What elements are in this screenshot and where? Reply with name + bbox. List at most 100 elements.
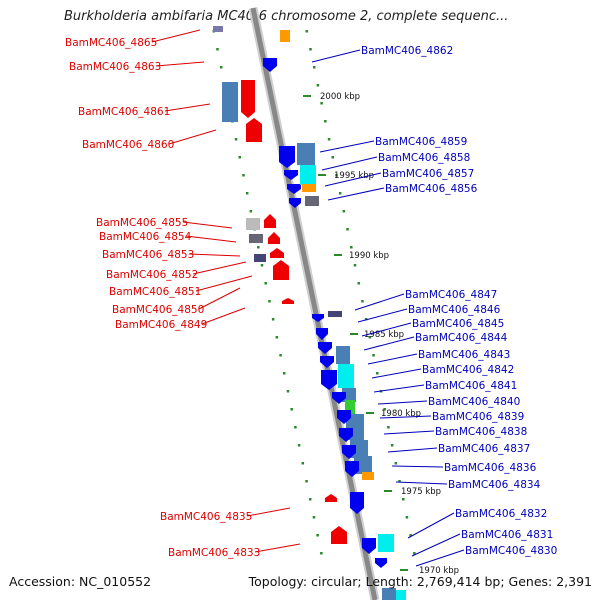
gene-label-bammc406-4851[interactable]: BamMC406_4851 xyxy=(109,286,201,298)
gene-label-bammc406-4834[interactable]: BamMC406_4834 xyxy=(448,479,541,491)
plus-track-tick xyxy=(394,462,398,465)
scale-label: 1980 kbp xyxy=(381,409,421,419)
gene-feature[interactable] xyxy=(338,364,354,388)
gene-arrow-forward[interactable] xyxy=(318,342,332,354)
gene-feature[interactable] xyxy=(280,30,290,42)
gene-arrow-reverse[interactable] xyxy=(270,248,284,258)
gene-label-bammc406-4843[interactable]: BamMC406_4843 xyxy=(418,349,510,361)
gene-feature[interactable] xyxy=(336,346,350,364)
gene-label-bammc406-4854[interactable]: BamMC406_4854 xyxy=(99,231,192,243)
gene-leader-line xyxy=(164,103,211,112)
plus-track-tick xyxy=(405,516,409,519)
gene-arrow-forward[interactable] xyxy=(332,392,346,404)
gene-label-bammc406-4859[interactable]: BamMC406_4859 xyxy=(375,136,467,148)
gene-label-bammc406-4844[interactable]: BamMC406_4844 xyxy=(415,332,508,344)
gene-label-bammc406-4860[interactable]: BamMC406_4860 xyxy=(82,139,174,151)
gene-feature[interactable] xyxy=(362,472,374,480)
gene-arrow-forward[interactable] xyxy=(289,198,301,208)
gene-feature[interactable] xyxy=(328,311,342,317)
gene-arrow-forward[interactable] xyxy=(362,538,376,554)
scale-label: 1975 kbp xyxy=(401,487,441,497)
gene-label-bammc406-4832[interactable]: BamMC406_4832 xyxy=(455,508,547,520)
gene-feature[interactable] xyxy=(382,588,396,600)
gene-feature[interactable] xyxy=(300,165,316,185)
gene-arrow-forward[interactable] xyxy=(320,356,334,368)
gene-label-bammc406-4837[interactable]: BamMC406_4837 xyxy=(438,443,530,455)
plus-track-tick xyxy=(361,300,364,303)
gene-arrow-forward[interactable] xyxy=(350,492,364,514)
gene-label-bammc406-4856[interactable]: BamMC406_4856 xyxy=(385,183,478,195)
gene-label-bammc406-4852[interactable]: BamMC406_4852 xyxy=(106,269,198,281)
gene-arrow-forward[interactable] xyxy=(279,146,295,168)
gene-label-bammc406-4830[interactable]: BamMC406_4830 xyxy=(465,545,557,557)
gene-label-bammc406-4846[interactable]: BamMC406_4846 xyxy=(408,304,501,316)
gene-feature[interactable] xyxy=(297,143,315,165)
gene-arrow-forward[interactable] xyxy=(316,328,328,340)
gene-label-bammc406-4841[interactable]: BamMC406_4841 xyxy=(425,380,517,392)
gene-label-bammc406-4863[interactable]: BamMC406_4863 xyxy=(69,61,161,73)
gene-arrow-forward[interactable] xyxy=(284,170,298,180)
gene-label-bammc406-4831[interactable]: BamMC406_4831 xyxy=(461,529,553,541)
gene-label-bammc406-4845[interactable]: BamMC406_4845 xyxy=(412,318,504,330)
gene-label-bammc406-4861[interactable]: BamMC406_4861 xyxy=(78,106,170,118)
plus-track-tick xyxy=(387,426,390,429)
plus-track-tick xyxy=(338,192,342,195)
gene-label-bammc406-4862[interactable]: BamMC406_4862 xyxy=(361,45,453,57)
gene-label-bammc406-4857[interactable]: BamMC406_4857 xyxy=(382,168,474,180)
gene-leader-line xyxy=(192,261,247,275)
gene-label-bammc406-4850[interactable]: BamMC406_4850 xyxy=(112,304,204,316)
gene-feature[interactable] xyxy=(396,590,406,600)
gene-leader-line xyxy=(201,307,246,325)
gene-label-bammc406-4835[interactable]: BamMC406_4835 xyxy=(160,511,252,523)
gene-label-bammc406-4855[interactable]: BamMC406_4855 xyxy=(96,217,188,229)
gene-arrow-reverse[interactable] xyxy=(264,214,276,228)
minus-track-tick xyxy=(301,462,305,465)
gene-arrow-forward[interactable] xyxy=(342,445,356,459)
gene-feature[interactable] xyxy=(254,254,266,262)
gene-arrow-reverse[interactable] xyxy=(325,494,337,502)
gene-feature[interactable] xyxy=(249,234,263,243)
gene-arrow-forward[interactable] xyxy=(312,314,324,322)
scale-label: 1990 kbp xyxy=(349,251,389,261)
gene-label-bammc406-4849[interactable]: BamMC406_4849 xyxy=(115,319,207,331)
gene-feature[interactable] xyxy=(345,400,355,414)
gene-arrow-forward[interactable] xyxy=(263,58,277,72)
plus-track-tick xyxy=(413,552,416,555)
gene-label-bammc406-4839[interactable]: BamMC406_4839 xyxy=(432,411,524,423)
gene-label-bammc406-4836[interactable]: BamMC406_4836 xyxy=(444,462,537,474)
gene-arrow-reverse[interactable] xyxy=(331,526,347,544)
gene-feature[interactable] xyxy=(378,534,394,552)
plus-track-tick xyxy=(316,84,320,87)
gene-arrow-reverse[interactable] xyxy=(268,232,280,244)
gene-arrow-reverse[interactable] xyxy=(246,118,262,142)
gene-label-bammc406-4838[interactable]: BamMC406_4838 xyxy=(435,426,527,438)
gene-label-bammc406-4847[interactable]: BamMC406_4847 xyxy=(405,289,497,301)
gene-arrow-reverse[interactable] xyxy=(273,260,289,280)
plus-track-tick xyxy=(368,336,372,339)
gene-label-bammc406-4842[interactable]: BamMC406_4842 xyxy=(422,364,514,376)
topology-summary: Topology: circular; Length: 2,769,414 bp… xyxy=(248,574,592,589)
gene-arrow-forward[interactable] xyxy=(345,461,359,477)
gene-feature[interactable] xyxy=(342,388,356,402)
gene-arrow-reverse[interactable] xyxy=(282,298,294,304)
gene-label-bammc406-4858[interactable]: BamMC406_4858 xyxy=(378,152,470,164)
gene-feature[interactable] xyxy=(246,218,260,230)
gene-arrow-forward[interactable] xyxy=(339,428,353,442)
gene-leader-line xyxy=(168,129,217,145)
gene-arrow-forward[interactable] xyxy=(321,370,337,390)
gene-label-bammc406-4853[interactable]: BamMC406_4853 xyxy=(102,249,194,261)
plus-track-tick xyxy=(401,498,405,501)
gene-feature[interactable] xyxy=(213,26,223,32)
gene-arrow-forward[interactable] xyxy=(375,558,387,568)
gene-arrow-forward[interactable] xyxy=(337,410,351,424)
gene-leader-line xyxy=(311,49,361,63)
gene-label-bammc406-4865[interactable]: BamMC406_4865 xyxy=(65,37,157,49)
gene-label-bammc406-4833[interactable]: BamMC406_4833 xyxy=(168,547,260,559)
gene-arrow-forward[interactable] xyxy=(287,184,301,194)
gene-arrow-reverse[interactable] xyxy=(241,80,255,118)
gene-feature[interactable] xyxy=(302,184,316,192)
gene-label-bammc406-4840[interactable]: BamMC406_4840 xyxy=(428,396,520,408)
gene-feature[interactable] xyxy=(305,196,319,206)
gene-feature[interactable] xyxy=(222,82,238,122)
